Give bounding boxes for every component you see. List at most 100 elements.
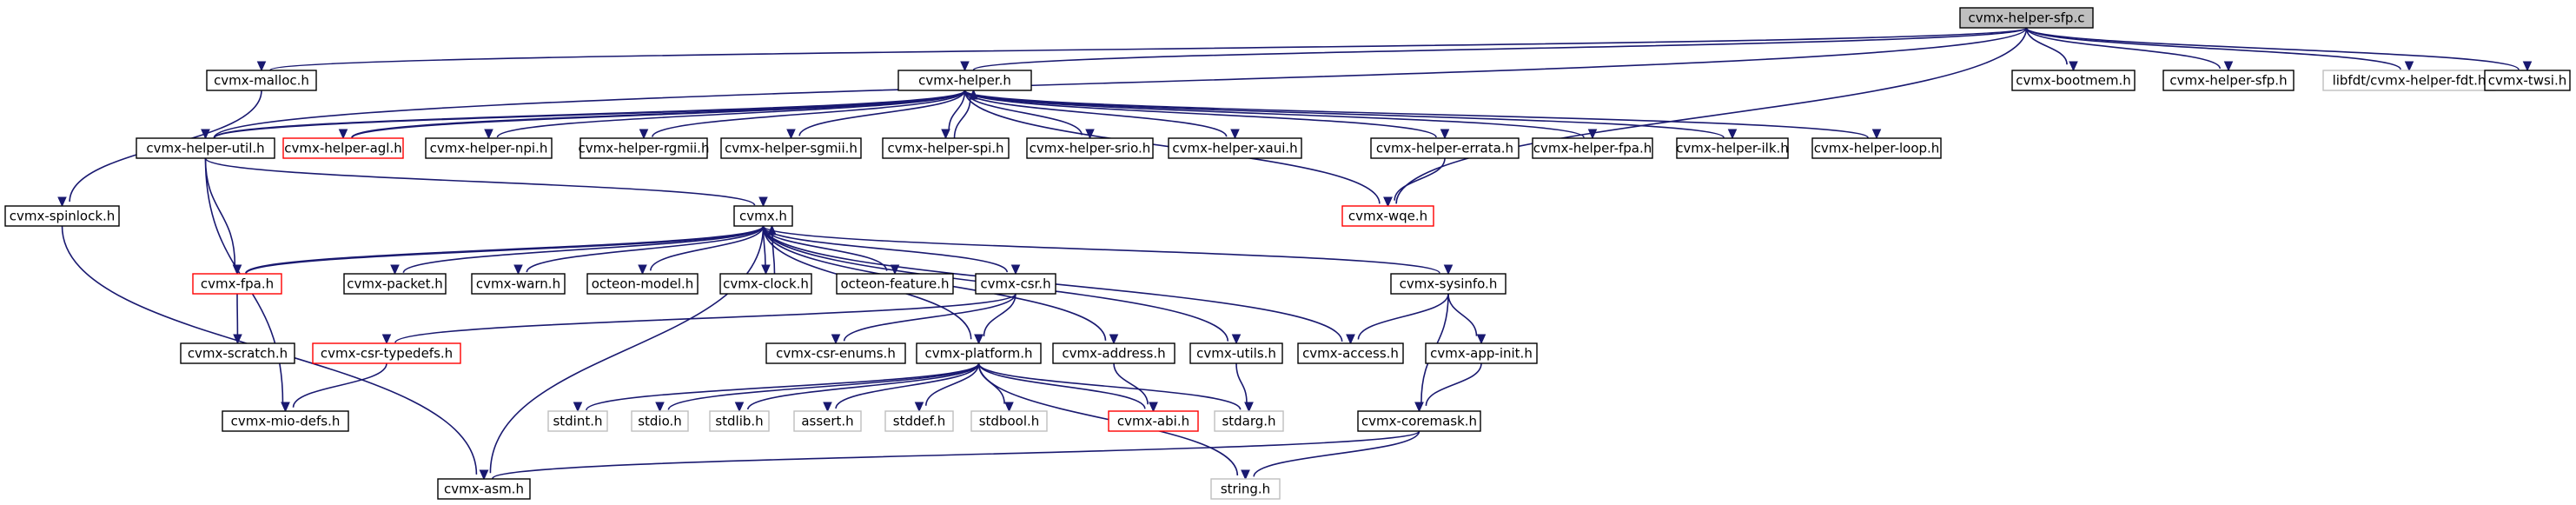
node-model[interactable]: octeon-model.h [586,273,699,295]
node-box[interactable] [916,342,1042,364]
node-box[interactable] [547,410,608,432]
node-box[interactable] [836,273,954,295]
node-box[interactable] [765,342,906,364]
node-box[interactable] [719,273,812,295]
node-box[interactable] [720,137,862,159]
node-ilk[interactable]: cvmx-helper-ilk.h [1676,137,1789,159]
node-box[interactable] [1341,205,1434,227]
node-spinlock[interactable]: cvmx-spinlock.h [4,205,120,227]
node-packet[interactable]: cvmx-packet.h [343,273,447,295]
node-string[interactable]: string.h [1210,478,1281,500]
node-box[interactable] [793,410,862,432]
node-box[interactable] [882,137,1010,159]
node-cvmx[interactable]: cvmx.h [733,205,793,227]
node-utils[interactable]: cvmx-utils.h [1189,342,1283,364]
node-box[interactable] [1108,410,1199,432]
node-npi[interactable]: cvmx-helper-npi.h [425,137,553,159]
node-sysinfo[interactable]: cvmx-sysinfo.h [1390,273,1507,295]
node-box[interactable] [1370,137,1520,159]
node-feature[interactable]: octeon-feature.h [836,273,954,295]
node-box[interactable] [343,273,447,295]
node-box[interactable] [1425,342,1538,364]
node-box[interactable] [1532,137,1653,159]
node-abi[interactable]: cvmx-abi.h [1108,410,1199,432]
node-enums[interactable]: cvmx-csr-enums.h [765,342,906,364]
node-box[interactable] [1214,410,1284,432]
node-box[interactable] [180,342,295,364]
node-box[interactable] [192,273,282,295]
node-box[interactable] [1676,137,1789,159]
node-box[interactable] [884,410,954,432]
node-box[interactable] [4,205,120,227]
node-box[interactable] [1026,137,1154,159]
node-box[interactable] [437,478,531,500]
node-box[interactable] [975,273,1056,295]
node-box[interactable] [1297,342,1404,364]
node-fdt[interactable]: libfdt/cvmx-helper-fdt.h [2322,70,2496,91]
node-box[interactable] [709,410,770,432]
node-stddef[interactable]: stddef.h [884,410,954,432]
node-stdbool[interactable]: stdbool.h [970,410,1048,432]
node-address[interactable]: cvmx-address.h [1052,342,1175,364]
node-access[interactable]: cvmx-access.h [1297,342,1404,364]
node-box[interactable] [282,137,404,159]
node-box[interactable] [2162,70,2295,91]
node-wqe[interactable]: cvmx-wqe.h [1341,205,1434,227]
node-box[interactable] [1959,7,2094,29]
node-box[interactable] [1357,410,1481,432]
node-warn[interactable]: cvmx-warn.h [471,273,566,295]
node-stdlib[interactable]: stdlib.h [709,410,770,432]
node-box[interactable] [312,342,461,364]
node-spi[interactable]: cvmx-helper-spi.h [882,137,1010,159]
node-box[interactable] [1189,342,1283,364]
node-scratch[interactable]: cvmx-scratch.h [180,342,295,364]
node-srio[interactable]: cvmx-helper-srio.h [1026,137,1154,159]
node-coremask[interactable]: cvmx-coremask.h [1357,410,1481,432]
node-hfpa[interactable]: cvmx-helper-fpa.h [1532,137,1653,159]
node-root[interactable]: cvmx-helper-sfp.c [1959,7,2094,29]
node-box[interactable] [733,205,793,227]
node-box[interactable] [579,137,708,159]
node-loop[interactable]: cvmx-helper-loop.h [1811,137,1942,159]
node-box[interactable] [2011,70,2136,91]
edge-arrowhead [338,129,348,140]
node-csr[interactable]: cvmx-csr.h [975,273,1056,295]
node-sgmii[interactable]: cvmx-helper-sgmii.h [720,137,862,159]
node-helpersfp[interactable]: cvmx-helper-sfp.h [2162,70,2295,91]
node-twsi[interactable]: cvmx-twsi.h [2484,70,2571,91]
node-box[interactable] [471,273,566,295]
node-typedefs[interactable]: cvmx-csr-typedefs.h [312,342,461,364]
node-stdarg[interactable]: stdarg.h [1214,410,1284,432]
node-util[interactable]: cvmx-helper-util.h [136,137,275,159]
node-bootmem[interactable]: cvmx-bootmem.h [2011,70,2136,91]
node-assert[interactable]: assert.h [793,410,862,432]
node-box[interactable] [136,137,275,159]
node-box[interactable] [1052,342,1175,364]
node-miodefs[interactable]: cvmx-mio-defs.h [222,410,349,432]
node-box[interactable] [206,70,317,91]
node-platform[interactable]: cvmx-platform.h [916,342,1042,364]
node-rgmii[interactable]: cvmx-helper-rgmii.h [579,137,710,159]
node-box[interactable] [1811,137,1942,159]
node-fpa[interactable]: cvmx-fpa.h [192,273,282,295]
node-box[interactable] [897,70,1032,91]
node-box[interactable] [222,410,349,432]
node-box[interactable] [631,410,689,432]
node-stdio[interactable]: stdio.h [631,410,689,432]
node-errata[interactable]: cvmx-helper-errata.h [1370,137,1520,159]
node-appinit[interactable]: cvmx-app-init.h [1425,342,1538,364]
node-box[interactable] [2484,70,2571,91]
node-box[interactable] [1168,137,1302,159]
node-box[interactable] [425,137,553,159]
node-box[interactable] [970,410,1048,432]
node-box[interactable] [586,273,699,295]
node-box[interactable] [1210,478,1281,500]
node-clock[interactable]: cvmx-clock.h [719,273,812,295]
node-malloc[interactable]: cvmx-malloc.h [206,70,317,91]
node-xaui[interactable]: cvmx-helper-xaui.h [1168,137,1302,159]
node-asm[interactable]: cvmx-asm.h [437,478,531,500]
node-stdint[interactable]: stdint.h [547,410,608,432]
node-box[interactable] [1390,273,1507,295]
node-agl[interactable]: cvmx-helper-agl.h [282,137,404,159]
node-helper[interactable]: cvmx-helper.h [897,70,1032,91]
